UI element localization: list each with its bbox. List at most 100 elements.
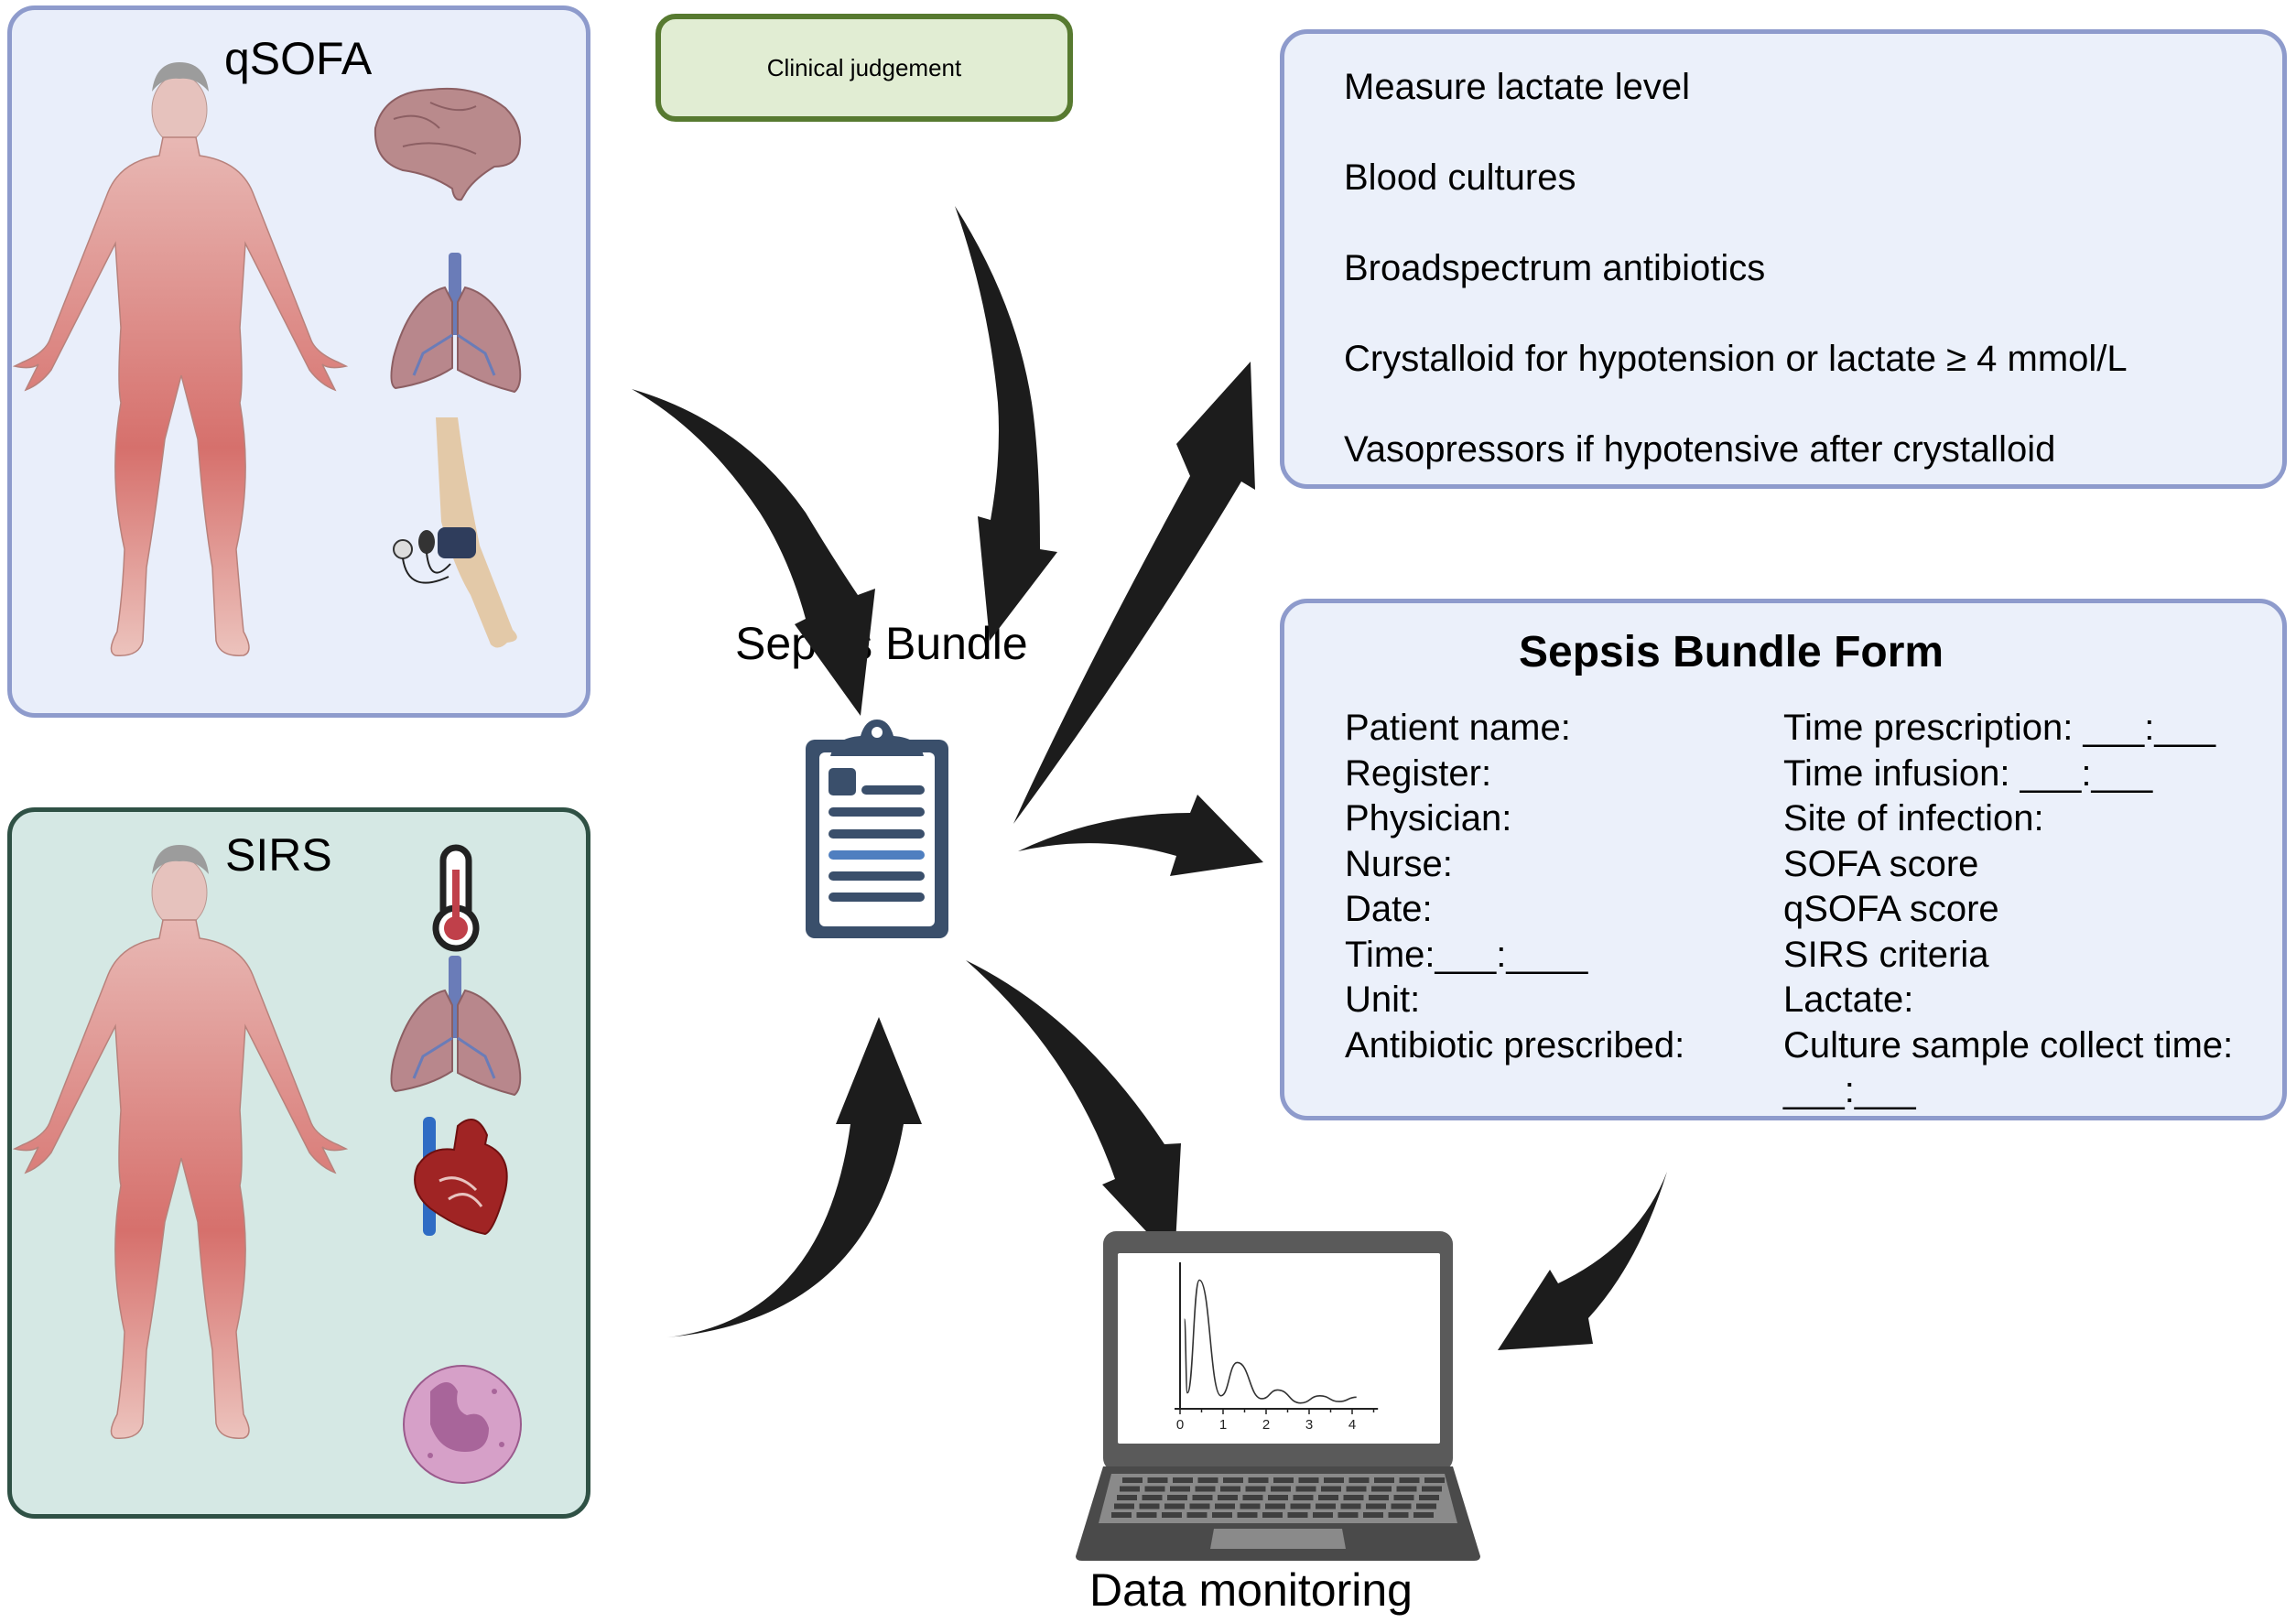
keyboard-key (1388, 1512, 1409, 1518)
arrow-form-to-monitor (1498, 1172, 1667, 1350)
data-monitoring-label: Data monitoring (1089, 1564, 1413, 1616)
sepsis-bundle-form: Sepsis Bundle Form Patient name: Registe… (1280, 599, 2287, 1120)
form-field: qSOFA score (1783, 889, 1999, 929)
action-item: Measure lactate level (1344, 67, 1690, 107)
action-item: Blood cultures (1344, 157, 1576, 198)
clinical-judgement-label: Clinical judgement (766, 53, 962, 81)
keyboard-key (1245, 1486, 1266, 1492)
heart-icon (414, 1117, 508, 1236)
blood-pressure-cuff-icon (393, 417, 517, 648)
human-body-icon (12, 845, 349, 1439)
white-blood-cell-icon (403, 1365, 522, 1484)
keyboard-key (1348, 1477, 1370, 1483)
keyboard-key (1268, 1495, 1288, 1500)
keyboard-key (1316, 1503, 1336, 1509)
keyboard-key (1396, 1486, 1417, 1492)
x-tick-label: 2 (1262, 1417, 1270, 1433)
keyboard-key (1142, 1495, 1163, 1500)
form-field: Site of infection: (1783, 798, 2044, 839)
form-field: Date: (1345, 889, 1433, 929)
sepsis-bundle-label: Sepsis Bundle (735, 618, 1028, 669)
clipboard-icon (806, 720, 948, 938)
keyboard-key (1139, 1503, 1160, 1509)
keyboard-key (1298, 1477, 1319, 1483)
keyboard-key (1218, 1495, 1238, 1500)
keyboard-key (1114, 1503, 1134, 1509)
arrow-sirs-to-bundle (667, 1017, 922, 1337)
x-tick-label: 4 (1348, 1417, 1356, 1433)
keyboard-key (1223, 1477, 1243, 1483)
human-body-icon (12, 62, 349, 656)
action-item: Vasopressors if hypotensive after crysta… (1344, 429, 2056, 470)
keyboard-key (1271, 1486, 1291, 1492)
keyboard-key (1164, 1503, 1185, 1509)
keyboard-key (1237, 1512, 1258, 1518)
form-right-column: Time prescription: ___:___ Time infusion… (1783, 706, 2233, 1114)
thermometer-icon (432, 844, 480, 952)
keyboard-key (1220, 1486, 1240, 1492)
form-field: Physician: (1345, 798, 1512, 839)
keyboard-key (1192, 1495, 1213, 1500)
form-field: Unit: (1345, 979, 1421, 1020)
keyboard-key (1242, 1495, 1263, 1500)
arrow-bundle-to-monitor (966, 960, 1181, 1261)
keyboard-key (1197, 1477, 1218, 1483)
brain-icon (374, 87, 522, 201)
form-left-column: Patient name: Register: Physician: Nurse… (1345, 706, 1684, 1068)
keyboard-key (1422, 1486, 1442, 1492)
form-field: Patient name: (1345, 708, 1571, 748)
form-field: SIRS criteria (1783, 934, 1989, 975)
action-item: Crystalloid for hypotension or lactate ≥… (1344, 339, 2128, 379)
series-line (1183, 1279, 1357, 1404)
laptop-icon (1076, 1231, 1480, 1561)
keyboard-key (1419, 1495, 1439, 1500)
form-field: Culture sample collect time: (1783, 1024, 2234, 1066)
keyboard-key (1295, 1486, 1316, 1492)
monitor-chart: 0 1 2 3 4 (1175, 1262, 1379, 1433)
keyboard-key (1262, 1512, 1283, 1518)
keyboard-key (1393, 1495, 1414, 1500)
keyboard-key (1399, 1477, 1420, 1483)
form-title: Sepsis Bundle Form (1519, 628, 1944, 676)
keyboard-key (1212, 1512, 1232, 1518)
keyboard-key (1363, 1512, 1383, 1518)
form-field: Nurse: (1345, 843, 1453, 884)
form-field: SOFA score (1783, 843, 1979, 884)
keyboard-key (1340, 1503, 1361, 1509)
keyboard-key (1318, 1495, 1338, 1500)
form-field: Time infusion: ___:___ (1783, 752, 2153, 794)
x-tick-label: 0 (1176, 1417, 1184, 1433)
keyboard-key (1369, 1495, 1389, 1500)
arrow-qsofa-to-bundle (632, 389, 875, 716)
x-tick-label: 3 (1305, 1417, 1313, 1433)
keyboard-key (1366, 1503, 1386, 1509)
keyboard-key (1313, 1512, 1333, 1518)
keyboard-key (1338, 1512, 1359, 1518)
keyboard-key (1189, 1503, 1210, 1509)
keyboard-key (1287, 1512, 1308, 1518)
keyboard-key (1371, 1486, 1392, 1492)
keyboard-key (1413, 1512, 1434, 1518)
keyboard-key (1173, 1477, 1193, 1483)
keyboard-key (1248, 1477, 1269, 1483)
keyboard-key (1424, 1477, 1445, 1483)
qsofa-title: qSOFA (224, 33, 373, 84)
form-field: Time:___:____ (1345, 934, 1588, 975)
keyboard-key (1343, 1495, 1364, 1500)
keyboard-key (1293, 1495, 1314, 1500)
keyboard-key (1324, 1477, 1344, 1483)
sirs-title: SIRS (225, 829, 332, 881)
keyboard-key (1170, 1486, 1190, 1492)
keyboard-key (1122, 1477, 1143, 1483)
form-field: Time prescription: ___:___ (1783, 708, 2216, 748)
keyboard-key (1416, 1503, 1436, 1509)
keyboard-key (1117, 1495, 1137, 1500)
keyboard-key (1391, 1503, 1412, 1509)
keyboard-key (1374, 1477, 1394, 1483)
keyboard-key (1240, 1503, 1261, 1509)
keyboard-key (1167, 1495, 1187, 1500)
form-field: Antibiotic prescribed: (1345, 1024, 1685, 1066)
x-tick-label: 1 (1219, 1417, 1227, 1433)
lungs-icon (390, 956, 522, 1097)
keyboard-key (1186, 1512, 1208, 1518)
